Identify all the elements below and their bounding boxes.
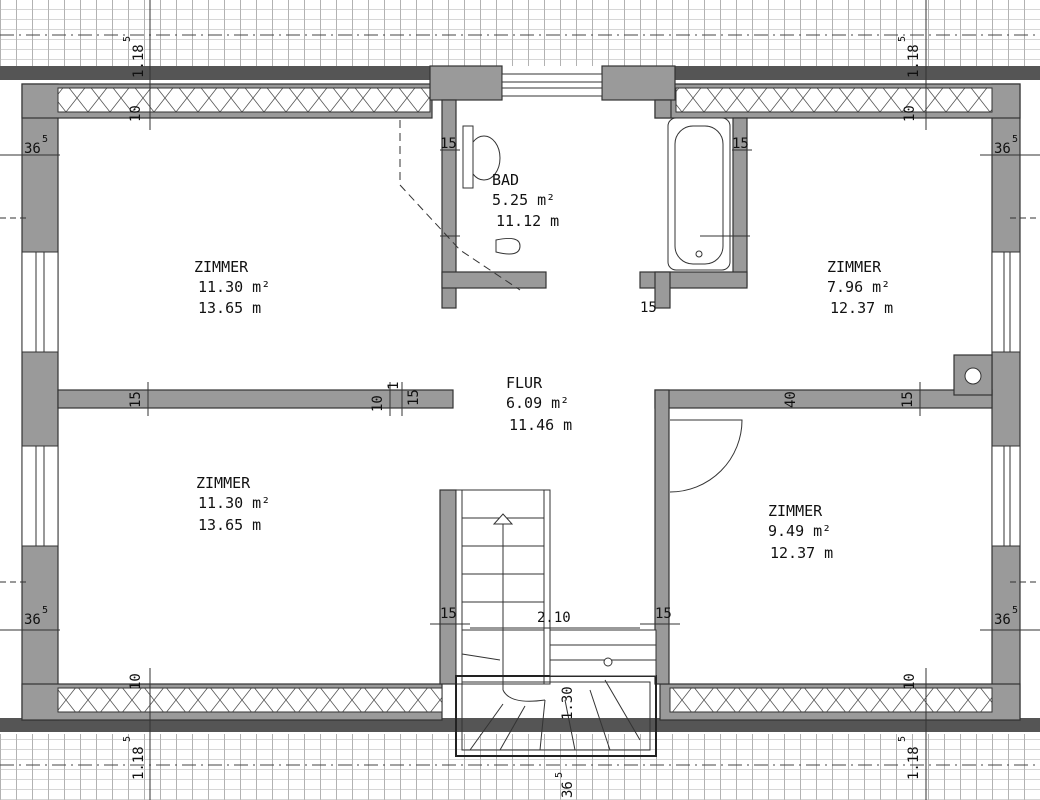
room-name: ZIMMER [196, 474, 251, 492]
svg-text:5: 5 [42, 605, 48, 616]
dim-overhang-br: 1.18 [906, 746, 922, 780]
room-name: FLUR [506, 374, 543, 392]
dim-bath-wall-stub: 15 [640, 300, 657, 316]
insulation-bottom-left [57, 687, 443, 713]
room-perimeter: 13.65 m [198, 516, 261, 534]
door-swing [669, 419, 743, 493]
room-name: ZIMMER [194, 258, 249, 276]
dim-overhang-tr-sup: 5 [897, 36, 908, 42]
partition-left [57, 389, 454, 409]
dim-partition-left: 15 [128, 391, 144, 408]
room-area: 5.25 m² [492, 191, 555, 209]
dim-wall-bl: 36 [24, 612, 41, 628]
dim-insulation-tr: 10 [902, 105, 918, 122]
room-area: 7.96 m² [827, 278, 890, 296]
dim-partition-mid: 15 [406, 389, 422, 406]
svg-text:5: 5 [1012, 605, 1018, 616]
sink-icon [495, 238, 521, 255]
dim-partition-thin: 10 [370, 395, 386, 412]
eave-top-left [0, 66, 430, 80]
bath-wall-bottom [441, 271, 547, 289]
window-left-upper [21, 251, 59, 353]
room-zimmer-top-right: ZIMMER 7.96 m² 12.37 m [827, 258, 893, 317]
dim-stair-width: 2.10 [537, 610, 571, 626]
room-perimeter: 12.37 m [770, 544, 833, 562]
chimney-flue-icon [964, 367, 982, 385]
dim-stair-wall-left: 15 [440, 606, 457, 622]
window-left-lower [21, 445, 59, 547]
dim-partition-small: 1 [386, 382, 402, 390]
partition-right [654, 389, 993, 409]
dim-stair-wall: 36 [560, 781, 576, 798]
dim-bath-wall-left: 15 [440, 136, 457, 152]
dim-wall-tl: 36 [24, 141, 41, 157]
room-bad: BAD 5.25 m² 11.12 m [492, 171, 559, 230]
bath-wall-left [441, 99, 457, 309]
insulation-top-right [675, 87, 993, 113]
svg-text:5: 5 [42, 134, 48, 145]
insulation-top-left [57, 87, 431, 113]
roof-bottom [0, 734, 1040, 800]
dormer-left [429, 65, 503, 101]
window-right-lower [991, 445, 1021, 547]
room-flur: FLUR 6.09 m² 11.46 m [506, 374, 572, 434]
dim-insulation-bl: 10 [128, 673, 144, 690]
room-area: 9.49 m² [768, 522, 831, 540]
svg-text:5: 5 [1012, 134, 1018, 145]
dim-wall-tr: 36 [994, 141, 1011, 157]
wall-left [21, 83, 59, 721]
window-right-upper [991, 251, 1021, 353]
dim-stair-depth: 1.30 [560, 686, 576, 720]
stair-arrow-icon [492, 513, 514, 525]
room-zimmer-bottom-left: ZIMMER 11.30 m² 13.65 m [196, 474, 270, 534]
room-zimmer-bottom-right: ZIMMER 9.49 m² 12.37 m [768, 502, 833, 562]
dim-wall-br: 36 [994, 612, 1011, 628]
dim-partition-40: 40 [783, 391, 799, 408]
room-name: ZIMMER [768, 502, 823, 520]
dim-bath-wall-right: 15 [732, 136, 749, 152]
dim-insulation-tl: 10 [128, 105, 144, 122]
dormer-right [601, 65, 676, 101]
room-area: 11.30 m² [198, 494, 270, 512]
room-perimeter: 12.37 m [830, 299, 893, 317]
dim-partition-right: 15 [900, 391, 916, 408]
eave-bottom [0, 718, 1040, 732]
dim-insulation-br: 10 [902, 673, 918, 690]
insulation-bottom-right [669, 687, 993, 713]
dormer-window [501, 73, 603, 97]
dim-overhang-tr: 1.18 [906, 44, 922, 78]
stair-wall-right [654, 389, 670, 685]
svg-text:5: 5 [554, 772, 565, 778]
room-zimmer-top-left: ZIMMER 11.30 m² 13.65 m [194, 258, 270, 317]
bathtub-icon [667, 117, 731, 271]
room-perimeter: 11.46 m [509, 416, 572, 434]
dim-overhang-bl-sup: 5 [122, 736, 133, 742]
dim-overhang-tl-sup: 5 [122, 36, 133, 42]
room-area: 11.30 m² [198, 278, 270, 296]
dim-stair-wall-right: 15 [655, 606, 672, 622]
room-perimeter: 13.65 m [198, 299, 261, 317]
room-name: BAD [492, 171, 519, 189]
room-name: ZIMMER [827, 258, 882, 276]
eave-top-right [675, 66, 1040, 80]
bath-wall-stub [654, 271, 671, 309]
dim-overhang-bl: 1.18 [131, 746, 147, 780]
dim-overhang-br-sup: 5 [897, 736, 908, 742]
bath-corner [654, 99, 672, 119]
room-area: 6.09 m² [506, 394, 569, 412]
room-perimeter: 11.12 m [496, 212, 559, 230]
stair-wall-left [439, 489, 457, 685]
dim-overhang-tl: 1.18 [131, 44, 147, 78]
roof-top [0, 0, 1040, 66]
